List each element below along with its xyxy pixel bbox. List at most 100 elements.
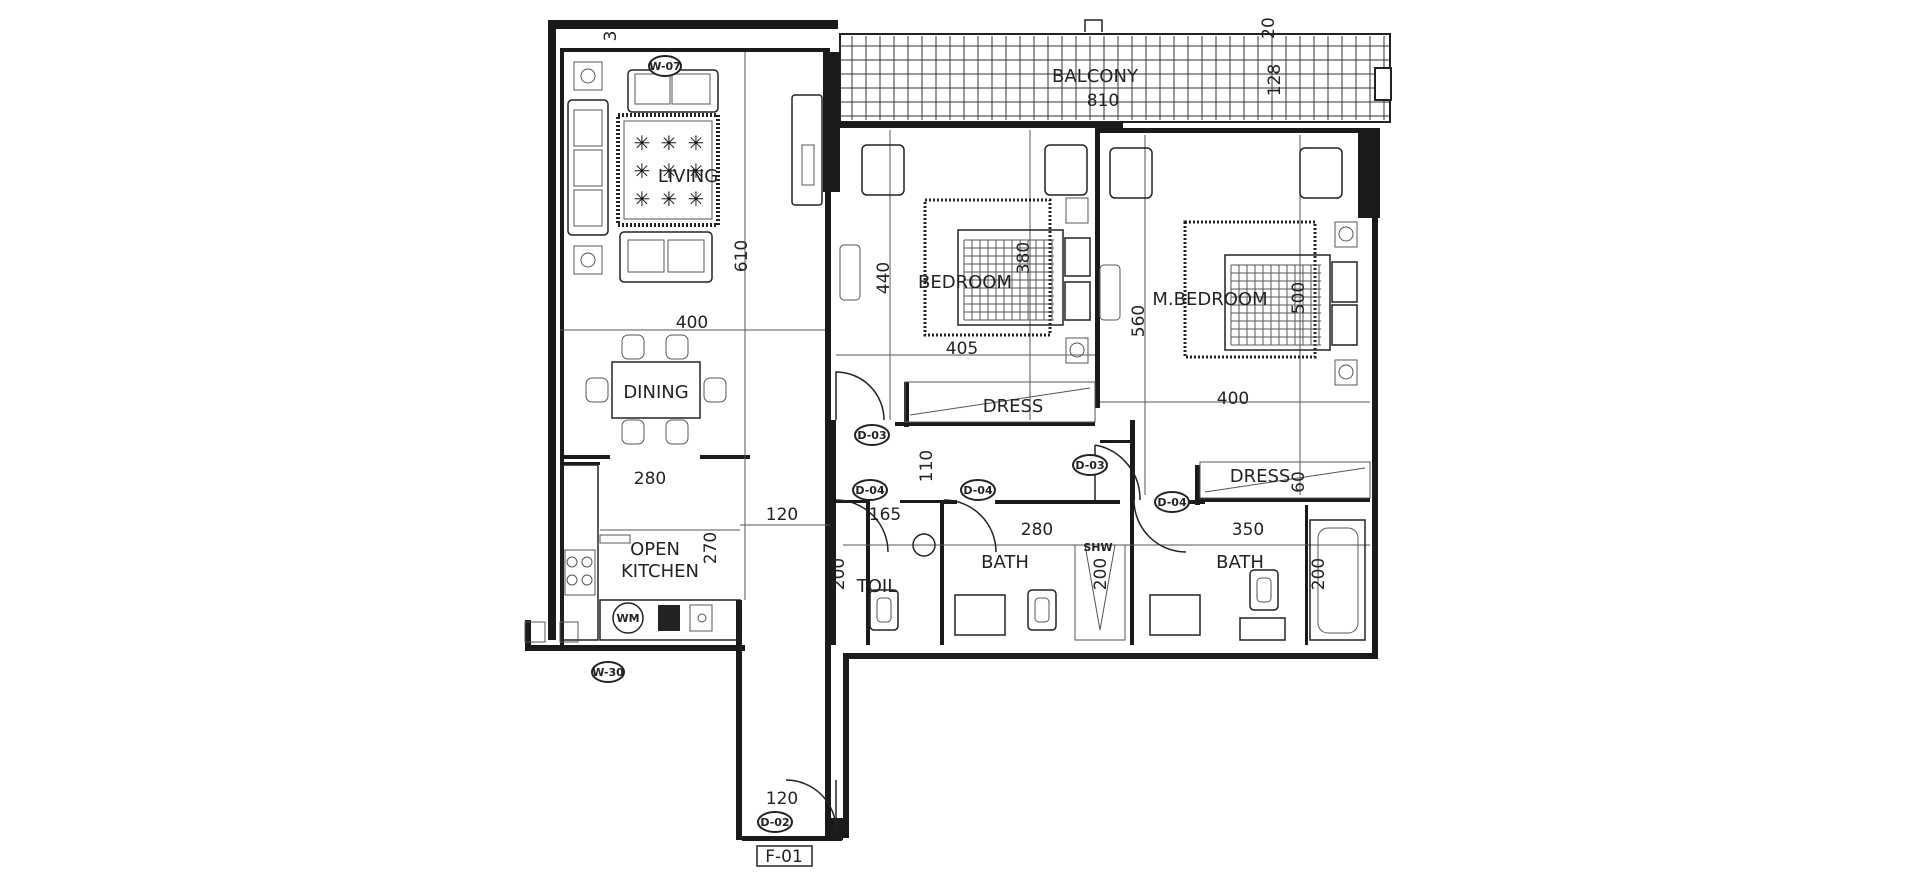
kitchen-sink [658,605,680,631]
master-bedroom-furniture [1109,147,1358,386]
pillow [1064,237,1091,277]
room-label-bath-1: BATH [981,552,1029,573]
dim-balcony-small: 20 [1259,17,1279,39]
tag-door-entry: D-02 [760,816,789,829]
nightstand [1334,359,1358,386]
bedroom-rug [923,198,1052,337]
dim-balcony-width: 810 [1087,91,1119,111]
dim-bath2-depth: 200 [1309,558,1329,590]
tag-window-kitchen: W-30 [592,666,624,679]
desk [1099,264,1121,321]
dim-corridor-width: 120 [766,505,798,525]
desk [839,244,861,301]
nightstand [1065,337,1089,364]
room-label-dress-2: DRESS [1230,466,1291,487]
room-label-open-kitchen-2: KITCHEN [621,561,699,582]
tag-door-bedroom: D-03 [857,429,886,442]
bedroom-door [835,371,885,421]
interior-walls [560,382,1370,645]
bedroom-bed [957,229,1064,326]
shower [1074,544,1126,641]
dim-hall-gap: 110 [917,450,937,482]
dress-areas [904,381,1371,499]
kitchen-fixtures: WM [524,464,741,643]
bath2-wc [1249,569,1279,611]
mbed-bed [1224,254,1331,351]
dim-toilet-width: 165 [869,505,901,525]
dim-mbed-depth: 560 [1129,305,1149,337]
toilet-basin [912,533,936,557]
living-furniture: ✳✳✳✳✳✳✳✳✳ [567,61,823,283]
rug-star-glyph: ✳ [634,131,651,155]
mbed-chair [1109,147,1153,199]
toilet-wc [869,589,899,631]
balcony-post [1374,67,1392,101]
pillow [1331,304,1358,346]
doors [785,371,1187,831]
outer-walls [525,20,1380,841]
living-rug [616,113,720,227]
dim-living-width: 400 [676,313,708,333]
tag-markers [591,55,1190,867]
sofa-left [567,99,609,236]
balcony-drain [1084,19,1103,32]
tag-door-toilet: D-04 [855,484,885,497]
side-table [573,61,603,91]
tag-door-bath2: D-04 [1157,496,1187,509]
room-label-dining: DINING [623,382,688,403]
dim-bedroom-width: 405 [946,339,978,359]
dim-bedroom-depth: 440 [874,262,894,294]
room-label-shower: SHW [1083,541,1112,554]
nightstand [1065,197,1089,224]
dim-balcony-depth: 128 [1265,64,1285,96]
wm-label: WM [616,612,639,625]
dim-mbed-width: 400 [1217,389,1249,409]
sofa-top [627,69,719,113]
room-label-balcony: BALCONY [1052,66,1139,87]
bed-blanket [963,239,1054,321]
dining-furniture [585,334,727,445]
flat-tag-box [756,845,813,867]
room-label-toilet: TOIL [856,576,898,597]
pillow [1064,281,1091,321]
kitchen-counter-bottom [599,599,741,641]
rug-star-glyph: ✳ [634,159,651,183]
bath2-vanity [1149,594,1201,636]
dim-bedroom-inner: 380 [1014,242,1034,274]
entry-door [785,779,837,831]
bath-fixtures [869,519,1366,641]
tag-door-bath1: D-04 [963,484,993,497]
column [559,621,579,643]
rug-star-glyph: ✳ [661,187,678,211]
bedroom-chair [861,144,905,196]
nightstand [1334,221,1358,248]
rug-star-glyph: ✳ [688,187,705,211]
dim-dining-kitchen-width: 280 [634,469,666,489]
dim-entry-width: 120 [766,789,798,809]
bath1-vanity [954,594,1006,636]
rug-star-glyph: ✳ [688,131,705,155]
dim-kitchen-depth: 270 [701,532,721,564]
tv-unit [791,94,823,206]
room-label-open-kitchen-1: OPEN [630,539,680,560]
washing-machine [612,602,644,634]
balcony-tile-grid [840,36,1390,120]
bath1-door [943,499,997,553]
balcony-area [839,19,1392,123]
bathtub [1309,519,1366,641]
flat-tag: F-01 [765,847,803,867]
dim-bath2-width: 350 [1232,520,1264,540]
bedroom-chair [1044,144,1088,196]
bedroom-furniture [839,144,1121,364]
kitchen-counter [561,464,599,641]
dim-mbed-inner: 500 [1289,282,1309,314]
room-label-bedroom: BEDROOM [918,272,1012,293]
rug-star-glyph: ✳ [688,159,705,183]
pillow [1331,261,1358,303]
rug-star-glyph: ✳ [661,131,678,155]
sofa-bottom [619,231,713,283]
dining-table [611,361,701,419]
tag-door-mbed: D-03 [1075,459,1104,472]
bidet [1239,617,1286,641]
